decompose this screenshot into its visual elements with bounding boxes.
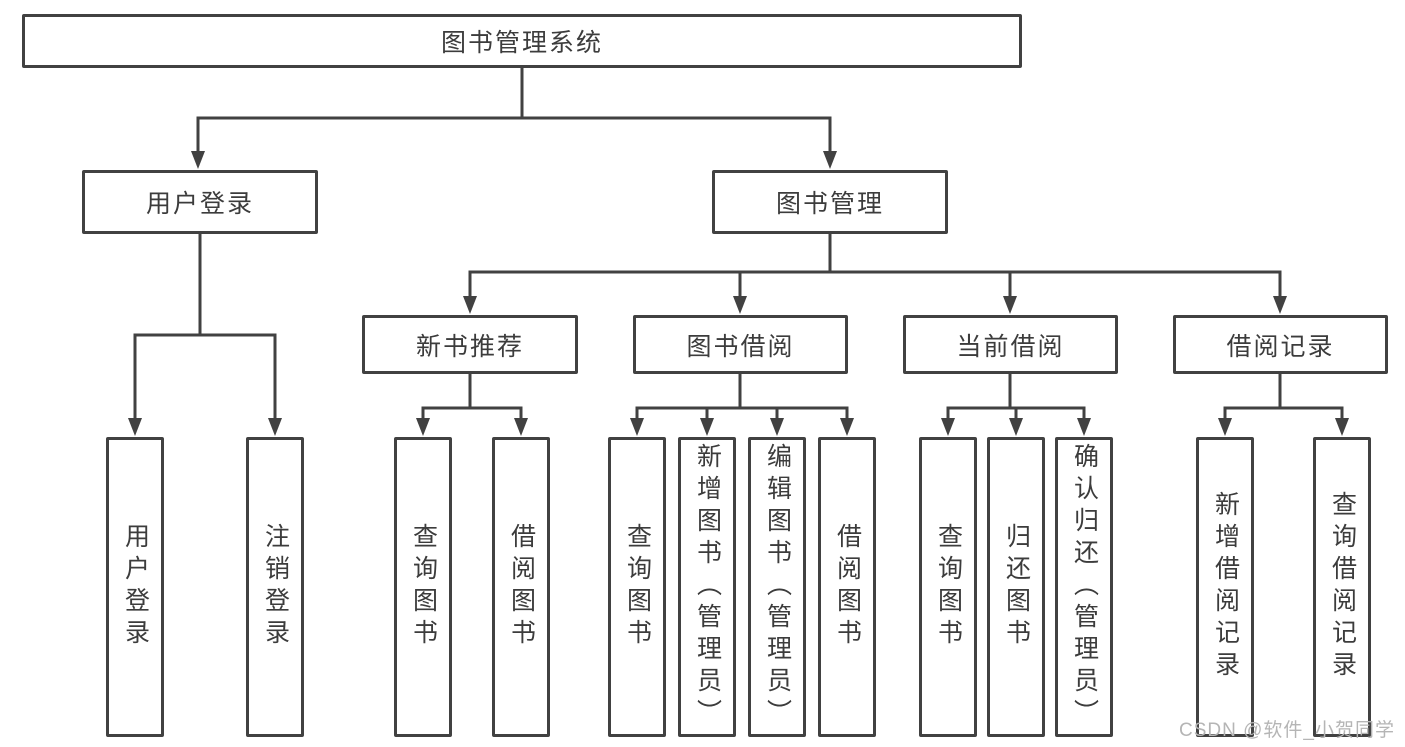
arrow-down-icon [268, 418, 282, 436]
arrow-down-icon [733, 296, 747, 314]
arrow-down-icon [1273, 296, 1287, 314]
node-new-book-recommend: 新书推荐 [362, 315, 578, 374]
arrow-down-icon [1218, 418, 1232, 436]
arrow-down-icon [700, 418, 714, 436]
arrow-down-icon [1003, 296, 1017, 314]
leaf-add-book-admin: 新增图书（管理员） [678, 437, 736, 737]
arrowheads [128, 151, 1349, 436]
edge-book-borrow-to-leaves [635, 374, 849, 420]
edge-user-login-to-leaves [133, 234, 277, 420]
leaf-logout: 注销登录 [246, 437, 304, 737]
edge-current-borrow-to-leaves [946, 374, 1086, 420]
leaf-borrow-books-borrow: 借阅图书 [818, 437, 876, 737]
node-current-borrow: 当前借阅 [903, 315, 1118, 374]
node-root: 图书管理系统 [22, 14, 1022, 68]
leaf-query-books-current: 查询图书 [919, 437, 977, 737]
leaf-query-borrow-record: 查询借阅记录 [1313, 437, 1371, 737]
leaf-user-login: 用户登录 [106, 437, 164, 737]
edge-root-to-level2 [196, 68, 832, 153]
arrow-down-icon [770, 418, 784, 436]
node-user-login: 用户登录 [82, 170, 318, 234]
node-borrow-records: 借阅记录 [1173, 315, 1388, 374]
node-book-borrow: 图书借阅 [633, 315, 848, 374]
leaf-edit-book-admin: 编辑图书（管理员） [748, 437, 806, 737]
leaf-add-borrow-record: 新增借阅记录 [1196, 437, 1254, 737]
arrow-down-icon [128, 418, 142, 436]
leaf-borrow-books-recommend: 借阅图书 [492, 437, 550, 737]
arrow-down-icon [823, 151, 837, 169]
edge-borrow-records-to-leaves [1223, 374, 1344, 420]
leaf-query-books-borrow: 查询图书 [608, 437, 666, 737]
arrow-down-icon [1335, 418, 1349, 436]
arrow-down-icon [1009, 418, 1023, 436]
arrow-down-icon [463, 296, 477, 314]
arrow-down-icon [840, 418, 854, 436]
leaf-return-book: 归还图书 [987, 437, 1045, 737]
edge-new-book-recommend-to-leaves [421, 374, 523, 420]
arrow-down-icon [941, 418, 955, 436]
arrow-down-icon [191, 151, 205, 169]
arrow-down-icon [630, 418, 644, 436]
leaf-query-books-recommend: 查询图书 [394, 437, 452, 737]
node-book-management: 图书管理 [712, 170, 948, 234]
edge-book-management-to-level3 [468, 234, 1282, 298]
arrow-down-icon [416, 418, 430, 436]
arrow-down-icon [1077, 418, 1091, 436]
leaf-confirm-return-admin: 确认归还（管理员） [1055, 437, 1113, 737]
csdn-watermark: CSDN @软件_小贺同学 [1179, 720, 1395, 741]
arrow-down-icon [514, 418, 528, 436]
